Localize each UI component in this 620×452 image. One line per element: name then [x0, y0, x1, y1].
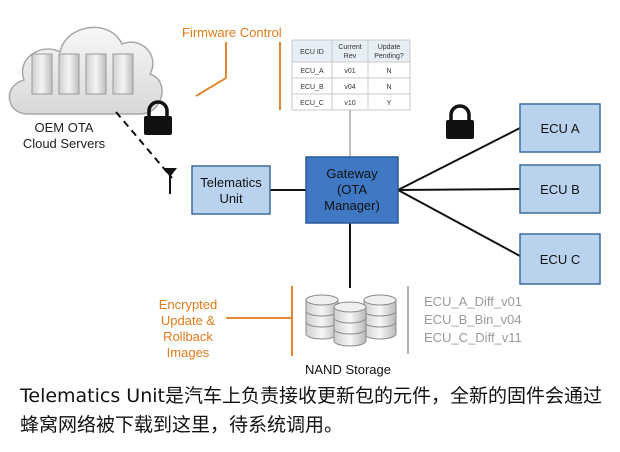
ecu-b-label: ECU B — [540, 182, 580, 197]
cloud-label-line-2: Cloud Servers — [23, 136, 106, 151]
encrypted-label: Rollback — [163, 329, 213, 344]
image-file: ECU_A_Diff_v01 — [424, 294, 522, 309]
firmware-table: ECU ID Current Rev Update Pending? ECU_A… — [291, 39, 411, 111]
telematics-unit-box — [191, 165, 271, 215]
table-cell: v10 — [344, 100, 355, 107]
gateway-label: Manager) — [324, 198, 380, 213]
table-cell: v04 — [344, 84, 355, 91]
table-cell: ECU_C — [300, 100, 324, 107]
ecu-b-box — [519, 164, 601, 214]
table-header: Rev — [344, 53, 357, 60]
gateway-ecu-c-link — [397, 189, 521, 257]
gateway-label: Gateway — [326, 166, 378, 181]
table-cell: ECU_A — [300, 68, 324, 75]
cloud-label-line-1: OEM OTA — [35, 120, 94, 135]
ecu-c-box — [519, 233, 601, 285]
encrypted-label: Update & — [161, 313, 216, 328]
lock-icon — [446, 104, 474, 139]
encrypted-label: Images — [167, 345, 210, 360]
gateway-ecu-a-link — [397, 127, 521, 191]
caption: Telematics Unit是汽车上负责接收更新包的元件，全新的固件会通过蜂窝… — [20, 385, 602, 436]
ecu-a-label: ECU A — [540, 121, 579, 136]
image-file: ECU_C_Diff_v11 — [424, 330, 522, 345]
table-header: Update — [378, 44, 401, 51]
storage-label: NAND Storage — [305, 362, 391, 377]
encrypted-label: Encrypted — [159, 297, 218, 312]
antenna-icon — [163, 168, 177, 194]
table-header: ECU ID — [300, 49, 324, 56]
image-file: ECU_B_Bin_v04 — [424, 312, 522, 327]
dashed-link — [115, 111, 173, 179]
firmware-control-title: Firmware Control — [182, 25, 282, 40]
firmware-control-leader — [195, 77, 227, 97]
table-cell: ECU_B — [300, 84, 324, 91]
ecu-c-label: ECU C — [540, 252, 580, 267]
telematics-unit-label: Telematics — [200, 175, 262, 190]
gateway-box — [305, 156, 399, 224]
table-cell: v01 — [344, 68, 355, 75]
database-icon — [305, 294, 339, 340]
gateway-ecu-b-link — [397, 188, 521, 191]
table-cell: Y — [387, 100, 392, 107]
gateway-label: (OTA — [337, 182, 367, 197]
lock-icon — [144, 100, 172, 135]
database-icon — [333, 301, 367, 347]
server-icon — [31, 53, 134, 95]
ecu-a-box — [519, 103, 601, 153]
database-icon — [363, 294, 397, 340]
table-header: Current — [338, 44, 361, 51]
table-cell: N — [386, 84, 391, 91]
telematics-unit-label: Unit — [219, 191, 243, 206]
table-header: Pending? — [374, 53, 404, 60]
table-cell: N — [386, 68, 391, 75]
